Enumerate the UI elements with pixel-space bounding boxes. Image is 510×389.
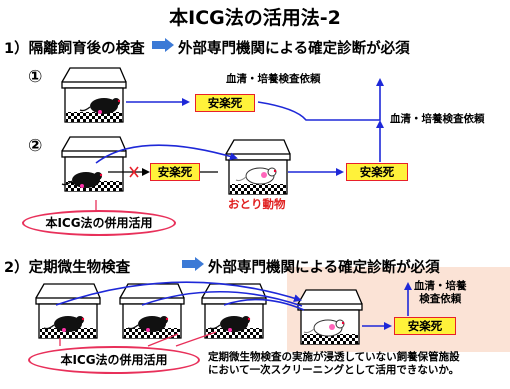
periodic-cage-2 bbox=[119, 283, 185, 339]
periodic-euthanasia-box: 安楽死 bbox=[394, 317, 456, 335]
sentinel-cage bbox=[297, 289, 363, 345]
section1-heading-right: 外部専門機関による確定診断が必須 bbox=[178, 41, 410, 57]
route2-arc-arrow bbox=[95, 144, 238, 164]
section1-heading-left: 1）隔離飼育後の検査 bbox=[4, 41, 145, 57]
decoy-cage bbox=[225, 139, 291, 195]
periodic-arc-2 bbox=[141, 290, 303, 307]
route2-euthanasia-box-b: 安楽死 bbox=[346, 163, 408, 181]
route1-marker: ① bbox=[28, 67, 43, 87]
periodic-arc-3 bbox=[223, 298, 305, 311]
section2-heading-left: 2）定期微生物検査 bbox=[4, 260, 131, 276]
route2-cage bbox=[61, 136, 127, 192]
periodic-cage-1 bbox=[35, 283, 101, 339]
block-arrow-1 bbox=[152, 38, 174, 52]
route1-request-label: 血清・培養検査依頼 bbox=[226, 73, 321, 85]
combined-use-oval-1: 本ICG法の併用活用 bbox=[22, 210, 176, 236]
route1-arrow-b bbox=[257, 78, 384, 121]
note-line-1: 定期微生物検査の実施が浸透していない飼養保管施設 bbox=[208, 351, 460, 363]
block-arrow-2 bbox=[182, 257, 204, 271]
note-line-2: において一次スクリーニングとして活用できないか。 bbox=[208, 364, 460, 376]
red-x-icon bbox=[129, 166, 139, 178]
route2-euthanasia-box-a: 安楽死 bbox=[150, 163, 200, 181]
page-title: 本ICG法の活用法-2 bbox=[169, 7, 341, 29]
periodic-request-label: 血清・培養 検査依頼 bbox=[414, 280, 467, 305]
combined-use-oval-2: 本ICG法の併用活用 bbox=[28, 346, 200, 374]
route2-request-label: 血清・培養検査依頼 bbox=[390, 113, 485, 125]
route1-cage bbox=[61, 67, 127, 123]
route1-euthanasia-box: 安楽死 bbox=[195, 94, 255, 112]
route2-marker: ② bbox=[28, 136, 43, 156]
section2-heading-right: 外部専門機関による確定診断が必須 bbox=[208, 260, 440, 276]
decoy-animal-label: おとり動物 bbox=[228, 197, 286, 211]
periodic-arc-1 bbox=[55, 281, 302, 306]
